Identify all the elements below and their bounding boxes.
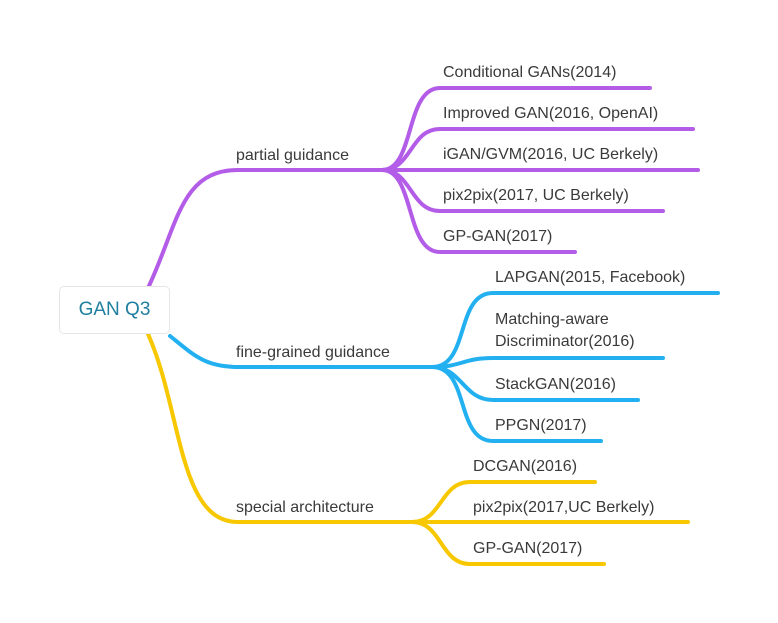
node-pix2pix[interactable]: pix2pix(2017, UC Berkely): [443, 187, 629, 204]
connector-root-partial: [146, 168, 384, 290]
connector-ppgn: [430, 365, 603, 443]
node-lapgan[interactable]: LAPGAN(2015, Facebook): [495, 269, 686, 286]
node-dcgan[interactable]: DCGAN(2016): [473, 458, 578, 475]
connector-lapgan: [430, 291, 720, 369]
root-label: GAN Q3: [78, 299, 151, 320]
node-pix2pix-special[interactable]: pix2pix(2017,UC Berkely): [473, 499, 655, 516]
branch-special-architecture[interactable]: special architecture: [236, 499, 374, 516]
node-matching-aware-line-1: Matching-aware: [495, 311, 609, 328]
node-conditional-gans[interactable]: Conditional GANs(2014): [443, 64, 617, 81]
node-matching-aware-line-2: Discriminator(2016): [495, 333, 635, 350]
root-node[interactable]: GAN Q3: [59, 286, 170, 334]
connector-gp-gan-s: [410, 520, 606, 566]
node-matching-aware[interactable]: Matching-aware Discriminator(2016): [495, 309, 635, 353]
branch-partial-guidance[interactable]: partial guidance: [236, 147, 349, 164]
node-gp-gan-special[interactable]: GP-GAN(2017): [473, 540, 583, 557]
node-improved-gan[interactable]: Improved GAN(2016, OpenAI): [443, 105, 659, 122]
node-stackgan[interactable]: StackGAN(2016): [495, 376, 616, 393]
connector-matching-aware: [430, 356, 665, 369]
node-igan-gvm[interactable]: iGAN/GVM(2016, UC Berkely): [443, 146, 659, 163]
connector-root-special: [146, 332, 414, 524]
node-ppgn[interactable]: PPGN(2017): [495, 417, 587, 434]
connector-root-fine: [168, 334, 434, 369]
node-gp-gan[interactable]: GP-GAN(2017): [443, 228, 553, 245]
connector-gp-gan-p: [380, 168, 577, 254]
branch-fine-grained-guidance[interactable]: fine-grained guidance: [236, 344, 390, 361]
